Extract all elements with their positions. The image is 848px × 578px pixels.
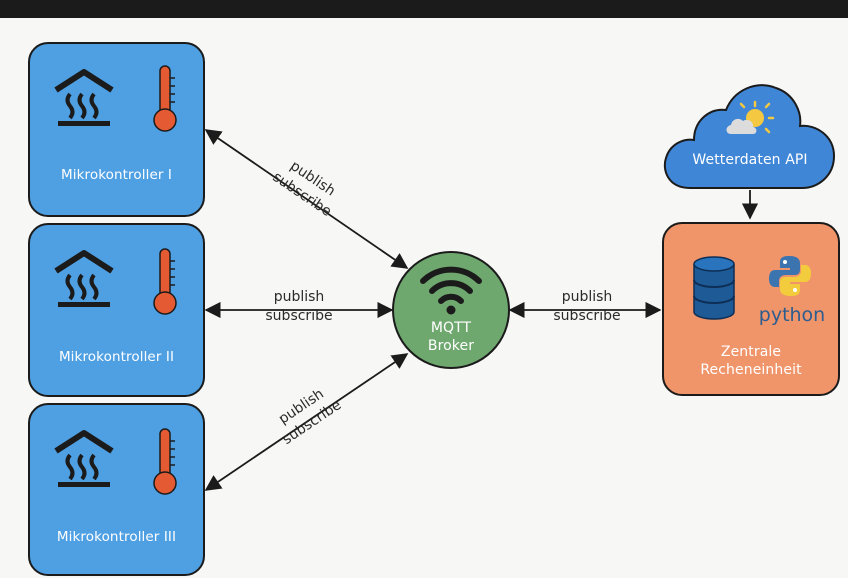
mk2-subscribe-label: subscribe: [265, 308, 333, 324]
mqtt-broker: MQTT Broker: [392, 251, 510, 369]
microcontroller-2: Mikrokontroller II: [28, 223, 205, 397]
central-label-line1: Zentrale: [720, 344, 782, 360]
thermometer-icon: [153, 65, 177, 132]
weather-api-label: Wetterdaten API: [692, 152, 808, 168]
microcontroller-3-label: Mikrokontroller III: [56, 529, 177, 545]
central-processing-unit: python Zentrale Recheneinheit: [662, 222, 840, 396]
mk2-connection-label: publish subscribe: [244, 288, 354, 326]
microcontroller-1-label: Mikrokontroller I: [60, 167, 173, 183]
thermometer-icon: [153, 428, 177, 495]
heating-icon: [54, 69, 114, 126]
architecture-diagram: Mikrokontroller I Mikrokontroller II: [0, 18, 848, 578]
connectors: [204, 129, 759, 491]
arrow-mk3-broker: [204, 353, 409, 491]
microcontroller-2-label: Mikrokontroller II: [58, 349, 175, 365]
heating-icon: [54, 430, 114, 487]
central-connection-label: publish subscribe: [532, 288, 642, 326]
database-icon: [693, 256, 735, 320]
central-publish-label: publish: [561, 289, 613, 305]
mk2-publish-label: publish: [273, 289, 325, 305]
broker-label-line1: MQTT: [430, 320, 472, 336]
cloud-sun-icon: [726, 100, 775, 134]
central-subscribe-label: subscribe: [553, 308, 621, 324]
arrow-mk1-broker: [204, 129, 409, 269]
microcontroller-1: Mikrokontroller I: [28, 42, 205, 217]
top-border-bar: [0, 0, 848, 18]
heating-icon: [54, 250, 114, 307]
weather-api-cloud: [663, 84, 836, 189]
python-wordmark: python: [758, 304, 826, 326]
microcontroller-3: Mikrokontroller III: [28, 403, 205, 576]
broker-label-line2: Broker: [427, 338, 475, 354]
wifi-icon: [420, 266, 482, 315]
python-logo-icon: [769, 256, 811, 296]
thermometer-icon: [153, 248, 177, 315]
central-label-line2: Recheneinheit: [700, 362, 802, 378]
